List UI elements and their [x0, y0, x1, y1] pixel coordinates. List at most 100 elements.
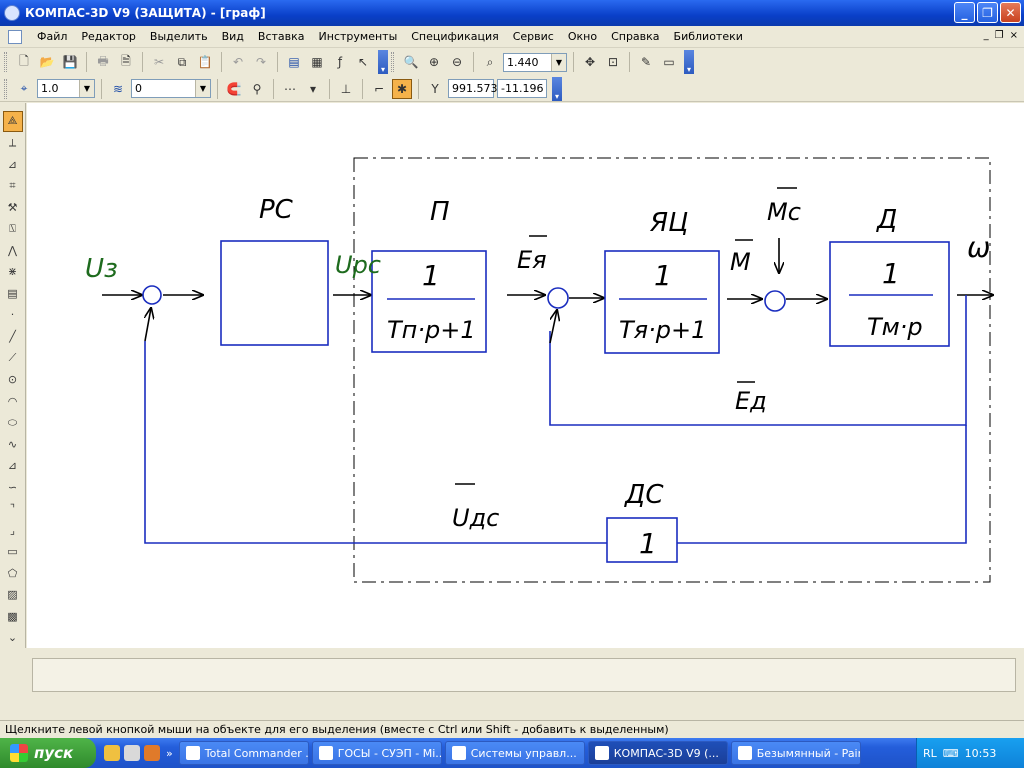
save-icon[interactable]: 💾: [62, 55, 78, 69]
chevron-down-icon[interactable]: ▼: [551, 53, 566, 71]
toolbar-grip[interactable]: [4, 52, 7, 72]
quicklaunch-more-icon[interactable]: »: [166, 746, 173, 760]
cut-icon[interactable]: ✂: [153, 55, 165, 69]
close-button[interactable]: ✕: [1000, 2, 1021, 23]
collapse-icon[interactable]: ⌄: [7, 631, 18, 645]
menu-select[interactable]: Выделить: [149, 30, 208, 43]
quicklaunch-icon-1[interactable]: [104, 745, 120, 761]
edit-tool-icon[interactable]: ⌗: [9, 178, 16, 192]
polygon-icon[interactable]: ⬠: [7, 566, 18, 580]
chevron-down-icon[interactable]: ▼: [79, 80, 94, 97]
measure-tool-icon[interactable]: ⍂: [9, 221, 16, 235]
select-tool-icon[interactable]: ⋀: [7, 243, 18, 257]
library-icon[interactable]: ▦: [311, 55, 323, 69]
menu-file[interactable]: Файл: [37, 30, 68, 43]
mdi-minimize-button[interactable]: _: [983, 30, 989, 41]
redo-icon[interactable]: ↷: [255, 55, 267, 69]
function-icon[interactable]: ƒ: [337, 55, 343, 69]
mdi-close-button[interactable]: ×: [1009, 30, 1018, 41]
help-pointer-icon[interactable]: ↖: [357, 55, 369, 69]
language-indicator[interactable]: RL: [923, 746, 937, 760]
point-icon[interactable]: ·: [10, 308, 15, 322]
quicklaunch-icon-2[interactable]: [124, 745, 140, 761]
manager-icon[interactable]: ▤: [288, 55, 300, 69]
paste-icon[interactable]: 📋: [197, 55, 213, 69]
toolbar-options-icon[interactable]: ▾: [378, 50, 388, 74]
redraw-icon[interactable]: ✎: [640, 55, 652, 69]
zoom-combo[interactable]: 1.440 ▼: [503, 52, 567, 72]
pan-icon[interactable]: ✥: [584, 55, 596, 69]
clock[interactable]: 10:53: [964, 746, 997, 760]
quicklaunch-icon-3[interactable]: [144, 745, 160, 761]
snap-settings-icon[interactable]: ⚲: [252, 81, 262, 96]
menu-window[interactable]: Окно: [567, 30, 598, 43]
ortho-mode-icon[interactable]: ⌐: [373, 81, 385, 96]
property-panel-area[interactable]: [32, 658, 1016, 692]
task-kompas[interactable]: КОМПАС-3D V9 (...: [587, 741, 728, 765]
hatch-icon[interactable]: ▨: [7, 588, 18, 602]
menu-editor[interactable]: Редактор: [81, 30, 136, 43]
maximize-button[interactable]: ❐: [977, 2, 998, 23]
task-total-commander[interactable]: Total Commander ...: [178, 741, 309, 765]
arc-icon[interactable]: ◠: [7, 394, 18, 408]
grid-icon[interactable]: ⋯: [284, 81, 296, 96]
dimensions-tool-icon[interactable]: ⟂: [8, 135, 17, 149]
spec-tool-icon[interactable]: ⋇: [7, 265, 18, 279]
menu-libraries[interactable]: Библиотеки: [673, 30, 743, 43]
document-icon[interactable]: [8, 29, 22, 44]
keyboard-layout-icon[interactable]: ⌨: [942, 746, 959, 760]
bezier-icon[interactable]: ∽: [7, 480, 18, 494]
task-paint[interactable]: Безымянный - Paint: [730, 741, 861, 765]
y-coordinate-field[interactable]: -11.196: [497, 79, 547, 98]
fit-all-icon[interactable]: ⊡: [607, 55, 619, 69]
zoom-icon[interactable]: 🔍: [403, 55, 419, 69]
new-document-icon[interactable]: 🗋: [19, 53, 29, 68]
panel-icon[interactable]: ▭: [663, 55, 675, 69]
toolbar-options-icon[interactable]: ▾: [684, 50, 694, 74]
local-cs-icon[interactable]: ⌖: [20, 81, 28, 95]
menu-view[interactable]: Вид: [221, 30, 244, 43]
grid-dropdown-icon[interactable]: ▾: [309, 81, 317, 96]
copy-icon[interactable]: ⧉: [177, 54, 187, 69]
task-word-gosy[interactable]: ГОСЫ - СУЭП - Mi...: [311, 741, 442, 765]
polyline-icon[interactable]: ⊿: [7, 459, 18, 473]
fill-icon[interactable]: ▩: [7, 609, 18, 623]
auxiliary-line-icon[interactable]: ╱: [9, 329, 16, 343]
minimize-button[interactable]: _: [954, 2, 975, 23]
chamfer-icon[interactable]: ⌝: [9, 502, 16, 516]
chevron-down-icon[interactable]: ▼: [195, 80, 210, 97]
circle-icon[interactable]: ⊙: [7, 372, 18, 386]
fillet-icon[interactable]: ⌟: [9, 523, 16, 537]
x-coordinate-field[interactable]: 991.573: [448, 79, 498, 98]
reports-tool-icon[interactable]: ▤: [7, 286, 18, 300]
zoom-scale-icon[interactable]: ⌕: [486, 54, 494, 69]
mdi-restore-button[interactable]: ❐: [994, 30, 1004, 41]
segment-icon[interactable]: ⟋: [8, 350, 17, 364]
layers-icon[interactable]: ≋: [112, 81, 124, 96]
symbols-tool-icon[interactable]: ⊿: [7, 157, 18, 171]
toolbar-options-icon[interactable]: ▾: [552, 76, 562, 101]
menu-tools[interactable]: Инструменты: [318, 30, 398, 43]
spline-icon[interactable]: ∿: [7, 437, 18, 451]
open-folder-icon[interactable]: 📂: [39, 55, 55, 69]
menu-specification[interactable]: Спецификация: [411, 30, 499, 43]
geometry-tool-icon[interactable]: ⟁: [2, 111, 23, 132]
layer-combo[interactable]: 0 ▼: [131, 79, 211, 98]
menu-insert[interactable]: Вставка: [257, 30, 305, 43]
zoom-in-icon[interactable]: ⊕: [428, 55, 440, 69]
rectangle-icon[interactable]: ▭: [7, 545, 18, 559]
menu-help[interactable]: Справка: [611, 30, 660, 43]
print-icon[interactable]: 🖶: [97, 53, 109, 68]
zoom-out-icon[interactable]: ⊖: [451, 55, 463, 69]
ellipse-icon[interactable]: ⬭: [7, 415, 18, 429]
menu-service[interactable]: Сервис: [512, 30, 554, 43]
drawing-canvas[interactable]: Uз РС Uрс П 1 Tп·p+1 Eя ЯЦ 1 Tя·p+1 M Mс…: [27, 103, 1024, 648]
parametrize-tool-icon[interactable]: ⚒: [7, 200, 18, 214]
task-word-systems[interactable]: Системы управл...: [444, 741, 585, 765]
orthogonal-icon[interactable]: ⊥: [340, 81, 352, 96]
parametric-mode-icon[interactable]: ✱: [392, 78, 412, 99]
snap-icon[interactable]: 🧲: [226, 81, 242, 96]
print-preview-icon[interactable]: 🗎: [121, 53, 131, 68]
undo-icon[interactable]: ↶: [232, 55, 244, 69]
start-button[interactable]: пуск: [0, 738, 96, 768]
